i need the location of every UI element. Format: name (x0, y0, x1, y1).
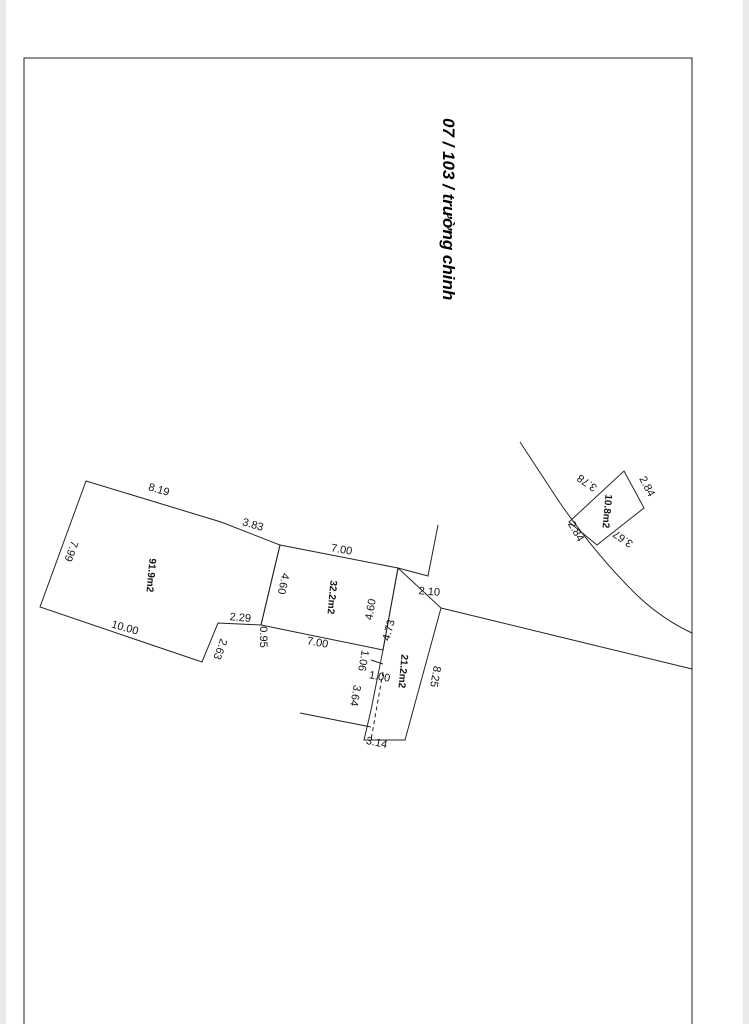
boundary-line-top (397, 524, 439, 577)
dimension-label: 1.06 (355, 649, 371, 672)
road-line-right (440, 607, 693, 670)
parcel-large-outline (39, 480, 281, 663)
dimension-label: 2.10 (418, 585, 440, 599)
dimension-label: 3.78 (575, 471, 599, 493)
dimension-label: 4.60 (363, 598, 379, 621)
dimension-label: 2.63 (211, 637, 230, 661)
area-label: 32.2m2 (324, 580, 338, 615)
drawing-page (6, 0, 743, 1024)
dimension-label: 3.64 (347, 684, 363, 707)
dimension-label: 4.60 (275, 572, 291, 595)
dimension-label: 8.19 (147, 481, 171, 498)
dimension-label: 7.99 (62, 539, 81, 563)
dimension-label: 4.73 (381, 618, 398, 642)
dimension-label: 8.25 (427, 665, 443, 688)
address-title: 07 / 103 / trường chinh (439, 118, 458, 300)
dimension-label: 7.00 (330, 542, 353, 558)
boundary-line-bottom (299, 712, 372, 728)
sheet-frame (23, 57, 693, 1024)
small-step-line (370, 659, 384, 665)
dimension-label: 10.00 (110, 619, 140, 638)
dimension-label: 3.14 (365, 735, 388, 751)
area-label: 91.9m2 (143, 558, 157, 593)
dimension-label: 3.83 (241, 516, 265, 533)
area-label: 21.2m2 (395, 654, 409, 689)
dimension-label: 7.00 (306, 635, 329, 651)
dimension-label: 2.84 (565, 519, 586, 544)
dashed-divider (370, 671, 384, 741)
dimension-label: 2.84 (636, 474, 657, 499)
area-label: 10.8m2 (599, 494, 613, 529)
parcel-small-outline (568, 470, 645, 546)
dimension-label: 0.95 (257, 626, 269, 647)
dimension-label: 2.29 (229, 611, 251, 625)
curved-road-edge (519, 441, 693, 634)
dimension-label: 1.00 (368, 669, 391, 685)
